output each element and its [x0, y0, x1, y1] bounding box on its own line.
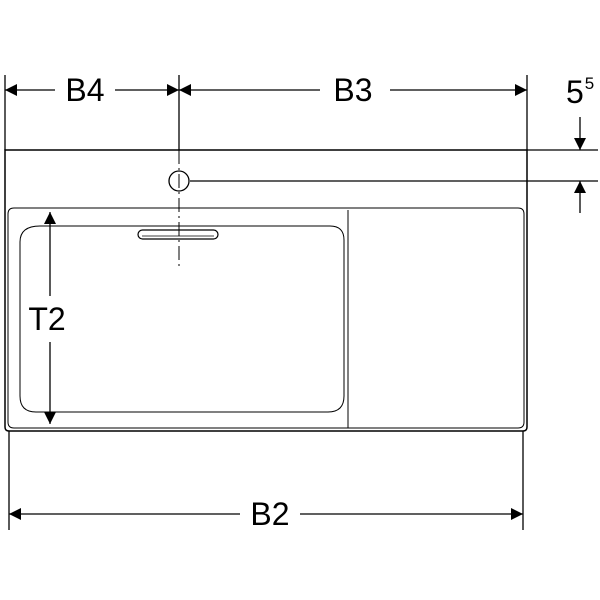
dimension-t2: T2 — [22, 212, 74, 424]
dimension-b4: B4 — [5, 72, 179, 108]
dimension-b2: B2 — [9, 496, 523, 532]
overflow-slot — [137, 229, 219, 240]
tap-hole-icon — [168, 170, 190, 192]
basin-bowl — [19, 225, 345, 413]
t2-label: T2 — [28, 301, 65, 337]
b4-label: B4 — [65, 72, 104, 108]
dimension-b3: B3 — [179, 72, 527, 108]
basin-outer — [4, 149, 528, 432]
offset-label: 55 — [566, 74, 594, 110]
t2-label-bg — [22, 297, 74, 339]
basin-rim — [7, 207, 525, 429]
offset-superscript: 5 — [585, 74, 594, 93]
washbasin — [4, 149, 528, 432]
dimension-offset: 55 — [190, 74, 598, 213]
offset-main: 5 — [566, 74, 584, 110]
b2-label: B2 — [250, 496, 289, 532]
b3-label: B3 — [333, 72, 372, 108]
